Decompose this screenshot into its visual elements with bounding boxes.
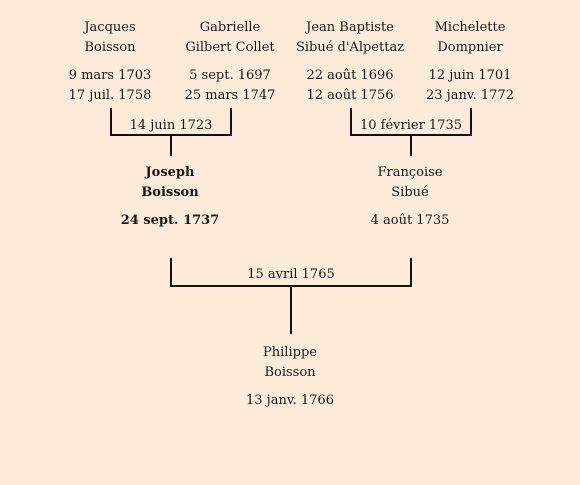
connector-line [470,108,472,136]
death-date: 17 juil. 1758 [68,88,152,103]
child-philippe-boisson: Philippe Boisson 13 janv. 1766 [230,343,350,411]
birth-date: 24 sept. 1737 [120,213,220,228]
connector-line [350,134,472,136]
first-name: Jacques [84,20,136,35]
birth-date: 22 août 1696 [306,68,394,83]
death-date: 25 mars 1747 [184,88,276,103]
parent-francoise-sibue: Françoise Sibué 4 août 1735 [350,163,470,231]
first-name: Jean Baptiste [306,20,394,35]
first-name: Joseph [145,165,195,180]
birth-date: 4 août 1735 [370,213,450,228]
marriage-date-parents: 15 avril 1765 [247,267,335,282]
death-date: 23 janv. 1772 [426,88,514,103]
connector-line [170,258,172,287]
marriage-date-paternal: 14 juin 1723 [129,118,213,133]
connector-line [350,108,352,136]
first-name: Philippe [263,345,317,360]
birth-date: 9 mars 1703 [68,68,152,83]
grandparent-michelette-dompnier: Michelette Dompnier 12 juin 1701 23 janv… [415,18,525,106]
connector-line [230,108,232,136]
birth-date: 12 juin 1701 [428,68,512,83]
first-name: Gabrielle [199,20,261,35]
birth-date: 13 janv. 1766 [246,393,334,408]
birth-date: 5 sept. 1697 [189,68,271,83]
last-name: Sibué d'Alpettaz [295,40,405,55]
grandparent-jacques-boisson: Jacques Boisson 9 mars 1703 17 juil. 175… [60,18,160,106]
last-name: Gilbert Collet [185,40,275,55]
last-name: Dompnier [437,40,503,55]
connector-line [410,136,412,156]
connector-line [110,108,112,136]
grandparent-jean-baptiste-sibue: Jean Baptiste Sibué d'Alpettaz 22 août 1… [285,18,415,106]
marriage-date-maternal: 10 février 1735 [359,118,463,133]
connector-line [410,258,412,287]
connector-line [290,287,292,334]
first-name: Françoise [377,165,443,180]
first-name: Michelette [434,20,506,35]
last-name: Boisson [141,185,199,200]
connector-line [110,134,232,136]
grandparent-gabrielle-gilbert-collet: Gabrielle Gilbert Collet 5 sept. 1697 25… [170,18,290,106]
connector-line [170,136,172,156]
parent-joseph-boisson: Joseph Boisson 24 sept. 1737 [110,163,230,231]
death-date: 12 août 1756 [306,88,394,103]
connector-line [170,285,412,287]
last-name: Sibué [391,185,429,200]
last-name: Boisson [84,40,136,55]
last-name: Boisson [264,365,316,380]
